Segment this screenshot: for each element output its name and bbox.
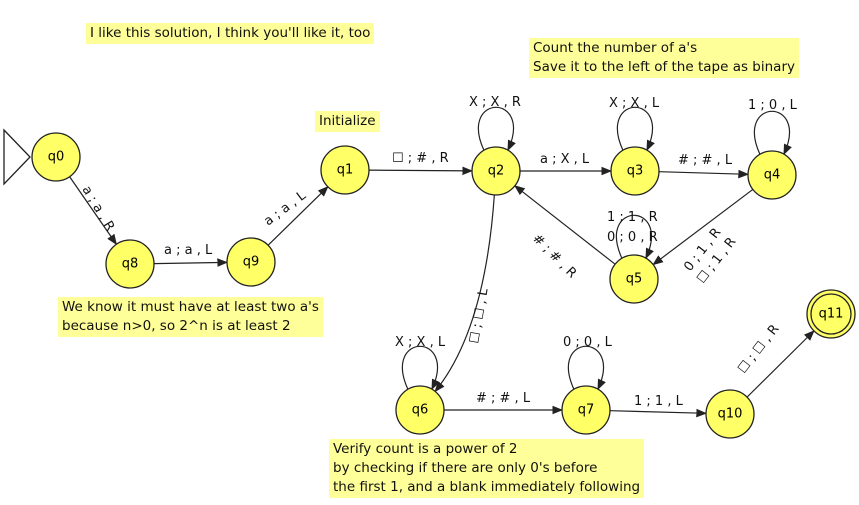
transition-arrow	[567, 345, 606, 391]
state-circle	[471, 146, 521, 196]
state-q4[interactable]: q4	[747, 150, 797, 200]
state-q7[interactable]: q7	[561, 385, 611, 435]
state-q8[interactable]: q8	[105, 239, 155, 289]
state-q0[interactable]: q0	[31, 132, 81, 182]
transition-q6-q6	[401, 345, 440, 391]
transition-q7-q7	[567, 345, 606, 391]
transition-arrow	[401, 345, 440, 391]
state-circle	[705, 389, 755, 439]
state-label: q4	[764, 168, 781, 183]
note-count: Count the number of a's Save it to the l…	[529, 38, 799, 78]
transition-q10-q11	[746, 330, 815, 398]
state-label: q9	[243, 255, 260, 270]
transition-arrow	[514, 185, 616, 265]
state-circle	[747, 150, 797, 200]
transition-q5-q2	[514, 185, 616, 265]
transition-arrow	[658, 169, 750, 179]
transition-q8-q9	[153, 258, 229, 267]
state-label: q3	[627, 164, 644, 179]
transition-arrow	[616, 106, 655, 152]
transition-label: X ; X , R	[469, 95, 521, 110]
transition-label: 1 ; 1 , R	[607, 210, 658, 225]
state-q5[interactable]: q5	[609, 254, 659, 304]
transition-label: a ; X , L	[540, 152, 590, 167]
state-label: q1	[337, 163, 354, 178]
transition-arrow	[69, 176, 117, 246]
state-label: q7	[578, 403, 595, 418]
state-circle	[320, 145, 370, 195]
transition-q4-q4	[753, 110, 792, 156]
note-verify: Verify count is a power of 2 by checking…	[329, 439, 645, 498]
final-state-ring	[810, 293, 852, 335]
state-circle	[610, 146, 660, 196]
transition-q1-q2	[368, 166, 474, 176]
state-q10[interactable]: q10	[705, 389, 755, 439]
transition-arrow	[652, 188, 754, 266]
transition-label: X ; X , L	[395, 335, 446, 350]
transition-arrow	[746, 330, 815, 398]
state-circle	[31, 132, 81, 182]
transition-label: # ; # , L	[476, 391, 531, 406]
state-q11[interactable]: q11	[806, 289, 856, 339]
transition-q7-q10	[609, 408, 708, 418]
transition-arrow	[267, 186, 329, 246]
transition-label: 1 ; 1 , L	[634, 394, 684, 409]
state-label: q11	[819, 307, 844, 322]
transition-arrow	[615, 214, 654, 260]
transition-arrow	[753, 110, 792, 156]
transition-label: a ; a , L	[261, 188, 309, 229]
transition-q3-q4	[658, 169, 750, 179]
transition-label: 0 ; 0 , L	[563, 335, 613, 350]
transition-arrow	[434, 194, 495, 393]
state-label: q0	[48, 150, 65, 165]
transition-label: ☐ ; ☐ , L	[467, 287, 492, 345]
state-label: q8	[122, 257, 139, 272]
transition-label: a ; a , L	[164, 243, 213, 258]
transition-q2-q6	[434, 194, 495, 393]
state-q9[interactable]: q9	[226, 237, 276, 287]
initial-state-marker	[3, 128, 31, 186]
transition-q9-q1	[267, 186, 329, 246]
transition-label: a ; a , R	[79, 183, 118, 234]
state-circle	[105, 239, 155, 289]
state-label: q6	[412, 403, 429, 418]
transition-arrow	[153, 258, 229, 267]
transition-q3-q3	[616, 106, 655, 152]
transition-arrow	[609, 408, 708, 418]
transition-q4-q5	[652, 188, 754, 266]
state-circle	[561, 385, 611, 435]
state-circle	[395, 385, 445, 435]
transition-label: ☐ ; # , R	[392, 151, 449, 166]
transition-arrow	[477, 106, 516, 152]
transition-label: 1 ; 0 , L	[748, 98, 798, 113]
state-q1[interactable]: q1	[320, 145, 370, 195]
note-at-least-two: We know it must have at least two a's be…	[58, 297, 323, 337]
state-circle	[609, 254, 659, 304]
transition-q2-q2	[477, 106, 516, 152]
state-circle	[226, 237, 276, 287]
state-q3[interactable]: q3	[610, 146, 660, 196]
transition-arrow	[368, 166, 474, 176]
transition-q0-q8	[69, 176, 117, 246]
state-q6[interactable]: q6	[395, 385, 445, 435]
transition-label: 0 ; 0 , R	[607, 230, 658, 245]
transition-label: # ; # , L	[678, 153, 733, 168]
state-q2[interactable]: q2	[471, 146, 521, 196]
transition-label: X ; X , L	[609, 96, 660, 111]
state-label: q5	[626, 272, 643, 287]
note-initialize: Initialize	[315, 111, 380, 132]
state-label: q2	[488, 164, 505, 179]
state-label: q10	[718, 407, 743, 422]
note-intro: I like this solution, I think you'll lik…	[86, 23, 375, 44]
transition-q5-q5	[615, 214, 654, 260]
transition-label: # ; # , R	[529, 231, 579, 281]
